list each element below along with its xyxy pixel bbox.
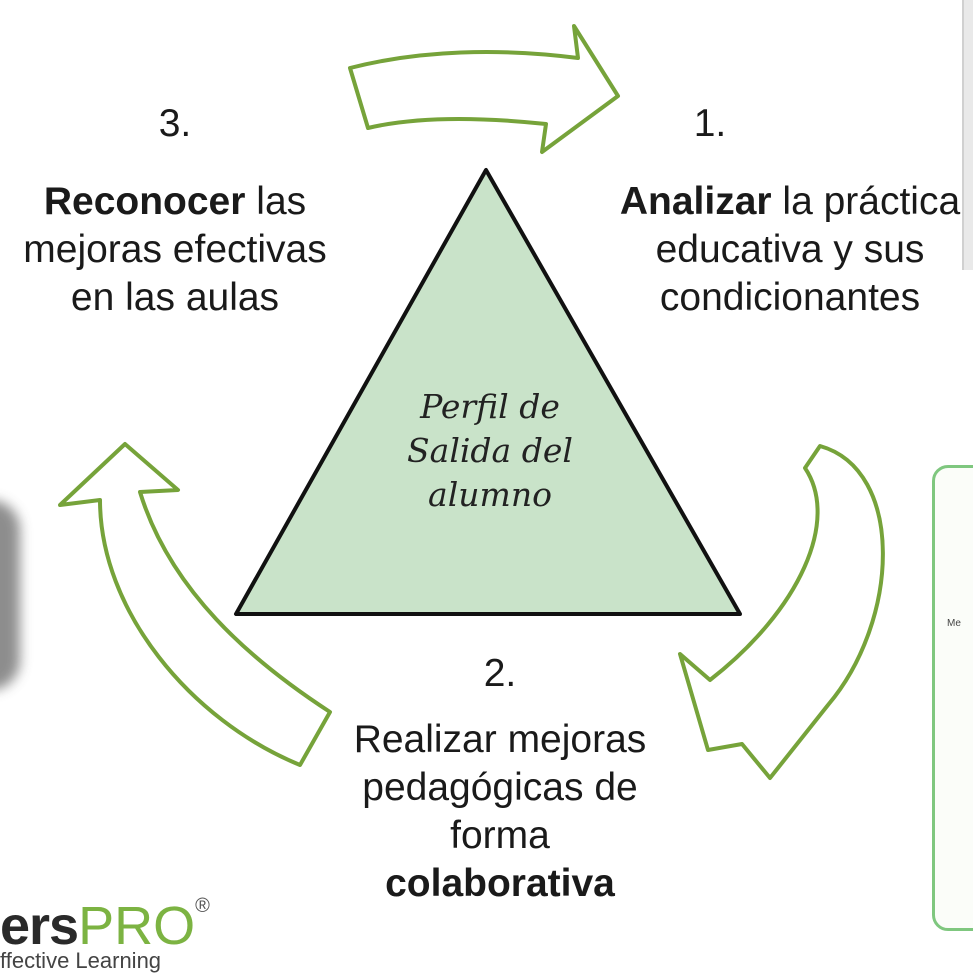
step-2-number: 2. <box>483 652 517 695</box>
step-3-text: 3. Reconocer las mejoras efectivas en la… <box>0 100 350 322</box>
step-2-text: 2. Realizar mejoras pedagógicas de forma… <box>290 650 710 908</box>
arrow-left <box>58 442 332 767</box>
step-1-keyword: Analizar <box>619 180 772 223</box>
arrow-top <box>348 24 620 154</box>
background-slide-fragment-top <box>962 0 973 270</box>
logo-tagline: ffective Learning <box>0 948 162 973</box>
central-triangle <box>234 168 742 616</box>
triangle-label-line: Salida del <box>407 431 573 470</box>
triangle-label-line: Perfil de <box>420 387 560 426</box>
thumbnail-text: Me <box>947 618 961 629</box>
step-1-description: la práctica educativa y sus condicionant… <box>655 180 961 319</box>
logo-text: ers <box>0 896 79 956</box>
background-slide-thumbnail: Me <box>932 465 973 931</box>
arrow-right <box>678 444 885 780</box>
step-3-description: las mejoras efectivas en las aulas <box>23 180 327 319</box>
logo-accent: PRO <box>78 896 196 956</box>
brand-logo: ersPRO® <box>0 895 210 957</box>
registered-mark: ® <box>195 895 210 917</box>
step-3-number: 3. <box>158 102 192 145</box>
triangle-label: Perfil de Salida del alumno <box>330 385 650 517</box>
background-shape-left <box>0 500 20 690</box>
step-3-keyword: Reconocer <box>43 180 246 223</box>
step-2-description: Realizar mejoras pedagógicas de forma <box>353 718 647 857</box>
triangle-label-line: alumno <box>428 475 552 514</box>
step-1-number: 1. <box>693 102 727 145</box>
step-2-keyword: colaborativa <box>385 862 615 905</box>
step-1-text: 1. Analizar la práctica educativa y sus … <box>610 100 973 322</box>
